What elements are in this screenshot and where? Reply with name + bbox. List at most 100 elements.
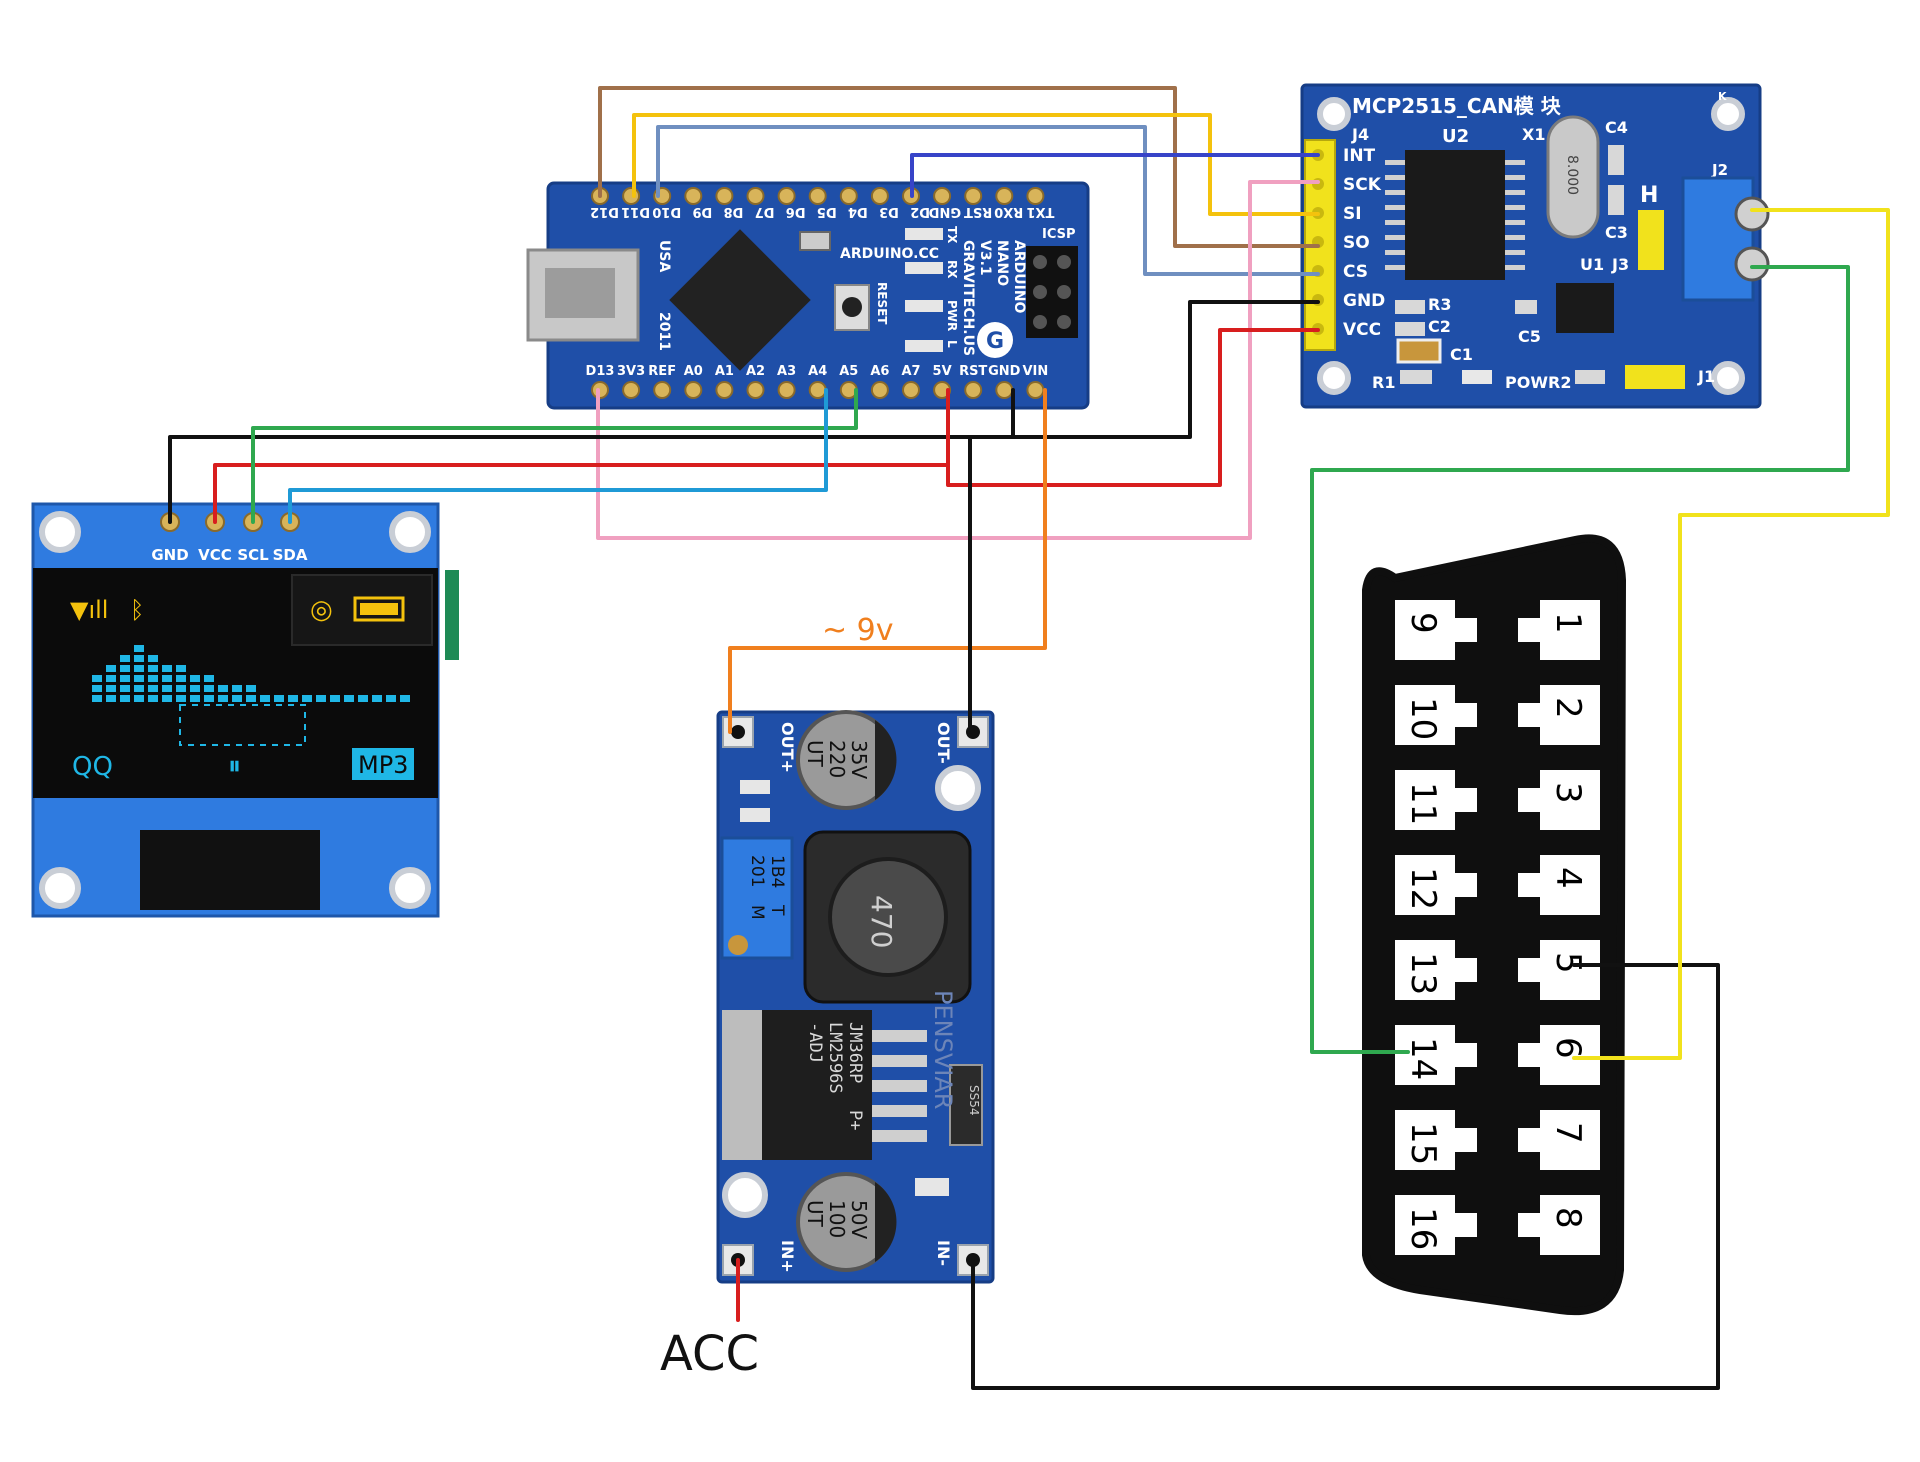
buck-smd-2 (740, 808, 770, 822)
oled-right-text: MP3 (358, 751, 408, 779)
label-c5: C5 (1518, 327, 1541, 346)
equalizer-segment (134, 685, 144, 692)
obd-pin-left (1395, 855, 1455, 915)
equalizer-segment (120, 685, 130, 692)
arduino-bottom-pin (1026, 381, 1045, 399)
jumper-j1 (1625, 365, 1685, 389)
obd-pin-right-tab (1518, 1213, 1540, 1237)
arduino-bottom-pin-label: D13 (586, 364, 615, 379)
arduino-bottom-pin (653, 381, 672, 399)
oled-flex-cable (140, 830, 320, 910)
oled-pin-label: VCC (198, 546, 232, 564)
arduino-top-pin-label: GND (929, 204, 962, 219)
cap-top-line1: 220 (825, 740, 849, 778)
obd-pin-right-number: 2 (1548, 697, 1588, 719)
obd-pin-left (1395, 1110, 1455, 1170)
oled-mount-hole-br (389, 867, 431, 909)
arduino-bottom-pin (622, 381, 641, 399)
can-module-title: MCP2515_CAN模 块 (1352, 94, 1562, 118)
arduino-top-pin (622, 187, 641, 205)
equalizer-segment (134, 695, 144, 702)
obd-pin-left-number: 16 (1403, 1207, 1443, 1250)
arduino-top-pin-label: D2 (910, 204, 930, 219)
can-pin-label: SI (1343, 204, 1362, 224)
arduino-bottom-pin-label: A5 (839, 364, 858, 379)
arduino-top-pin (715, 187, 734, 205)
equalizer-segment (316, 695, 326, 702)
equalizer-segment (162, 665, 172, 672)
obd-pin-left-number: 10 (1403, 697, 1443, 740)
obd-pin-left (1395, 770, 1455, 830)
equalizer-segment (204, 685, 214, 692)
equalizer-segment (330, 695, 340, 702)
equalizer-segment (190, 695, 200, 702)
label-out-minus: OUT- (934, 722, 953, 764)
led-l (905, 340, 943, 352)
label-x1: X1 (1522, 125, 1545, 144)
equalizer-segment (162, 695, 172, 702)
j2-screw-h (1734, 196, 1770, 232)
cap-c1 (1396, 338, 1442, 364)
board-text-4: GRAVITECH.US (960, 240, 976, 356)
led-pwr (905, 300, 943, 312)
equalizer-segment (134, 675, 144, 682)
obd-pin-right-number: 8 (1548, 1207, 1588, 1229)
equalizer-segment (162, 675, 172, 682)
led-rx-label: RX (945, 260, 959, 279)
obd-pin-left-number: 14 (1403, 1037, 1443, 1080)
voltage-annotation: ~ 9v (822, 613, 894, 648)
label-j4: J4 (1351, 125, 1369, 144)
resistor-r3 (1395, 300, 1425, 314)
arduino-top-pin-label: D6 (786, 204, 806, 219)
arduino-bottom-pin-label: 5V (933, 364, 952, 379)
label-u1: U1 (1580, 255, 1604, 274)
gravitech-logo (977, 322, 1013, 358)
can-pin-label: GND (1343, 291, 1385, 311)
board-text-1: ARDUINO (1011, 240, 1027, 314)
board-text-3: V3.1 (977, 240, 993, 276)
chip-line1: JM36RP (845, 1022, 865, 1083)
resistor-r2 (1575, 370, 1605, 384)
can-pin-label: SO (1343, 233, 1370, 253)
resistor-r1 (1400, 370, 1432, 384)
label-r1: R1 (1372, 373, 1395, 392)
equalizer-segment (106, 675, 116, 682)
wire-gnd-oled (168, 435, 1015, 524)
obd-pin-right (1540, 685, 1600, 745)
arduino-top-pin-label: TX1 (1026, 204, 1054, 219)
progress-frame (179, 704, 306, 746)
year-label: 2011 (656, 312, 672, 351)
arduino-bottom-pin-label: A0 (684, 364, 703, 379)
label-out-plus: OUT+ (778, 722, 797, 773)
obd-pin-left (1395, 685, 1455, 745)
obd-pin-right (1540, 770, 1600, 830)
led-pwr-label: PWR (945, 300, 959, 331)
label-c1: C1 (1450, 345, 1473, 364)
equalizer-segment (106, 695, 116, 702)
pot-line1: 1B4 (767, 855, 787, 888)
buck-smd-1 (740, 780, 770, 794)
arduino-bottom-pin-label: A1 (715, 364, 734, 379)
label-c2: C2 (1428, 317, 1451, 336)
arduino-top-pin (808, 187, 827, 205)
obd-pin-right-tab (1518, 788, 1540, 812)
wire-vin-outplus (728, 388, 1047, 734)
obd-pin-right (1540, 1195, 1600, 1255)
wires (168, 86, 1890, 1390)
battery-icon (353, 596, 405, 622)
usb-port-opening (545, 268, 615, 318)
arduino-crystal (799, 231, 831, 251)
cap-c4 (1608, 145, 1624, 175)
cap-bottom-line3: UT (803, 1200, 827, 1228)
wire-a4-sda (288, 388, 828, 524)
equalizer-segment (148, 655, 158, 662)
obd-pin-right-tab (1518, 703, 1540, 727)
equalizer-bars (92, 645, 410, 702)
label-c4: C4 (1605, 118, 1628, 137)
arduino-top-pin (746, 187, 765, 205)
obd-pin-right (1540, 600, 1600, 660)
diode-label: SS54 (967, 1085, 981, 1116)
arduino-top-pin-label: D9 (692, 204, 712, 219)
arduino-bottom-pin-label: RST (959, 364, 987, 379)
equalizer-segment (386, 695, 396, 702)
